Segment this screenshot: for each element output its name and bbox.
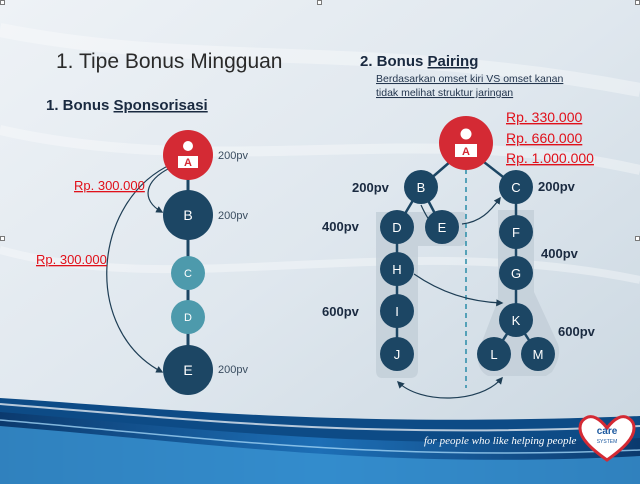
pairing-node-c-label: C <box>511 180 520 195</box>
pairing-pv-left-200: 200pv <box>352 180 390 195</box>
sponsor-pv-b: 200pv <box>218 210 248 222</box>
sponsor-node-d: D <box>171 300 205 334</box>
pairing-pv-right-600: 600pv <box>558 324 596 339</box>
pairing-reward-1: Rp. 330.000 <box>506 109 582 125</box>
selection-handle-top[interactable] <box>317 0 322 5</box>
selection-handle-right[interactable] <box>635 236 640 241</box>
sponsor-node-b: B <box>163 190 213 240</box>
pairing-reward-3: Rp. 1.000.000 <box>506 150 594 166</box>
sponsor-reward-e: Rp. 300.000 <box>36 252 107 267</box>
pairing-node-d: D <box>380 210 414 244</box>
pairing-node-l: L <box>477 337 511 371</box>
pairing-reward-2: Rp. 660.000 <box>506 130 582 146</box>
sponsor-arrow-e <box>106 163 173 373</box>
pairing-pv-left-600: 600pv <box>322 304 360 319</box>
tagline: for people who like helping people <box>424 435 577 447</box>
sponsor-node-b-label: B <box>183 207 192 223</box>
selection-handle-top-right[interactable] <box>635 0 640 5</box>
bottom-wave-band <box>0 398 640 484</box>
sponsor-pv-a: 200pv <box>218 150 248 162</box>
pairing-node-j: J <box>380 337 414 371</box>
pairing-node-g: G <box>499 256 533 290</box>
sponsor-arrow-b <box>147 167 171 213</box>
pairing-node-b: B <box>404 170 438 204</box>
sponsor-node-c: C <box>171 256 205 290</box>
pairing-node-j-label: J <box>394 347 401 362</box>
sponsor-node-a-label: A <box>184 157 192 169</box>
pairing-desc-line2: tidak melihat struktur jaringan <box>376 87 513 99</box>
pairing-node-f: F <box>499 215 533 249</box>
sponsor-pv-e: 200pv <box>218 364 248 376</box>
selection-handle-top-left[interactable] <box>0 0 5 5</box>
sponsor-node-d-label: D <box>184 312 192 324</box>
pairing-desc-line1: Berdasarkan omset kiri VS omset kanan <box>376 73 563 85</box>
sponsor-node-e: E <box>163 345 213 395</box>
pairing-node-g-label: G <box>511 266 521 281</box>
sponsor-reward-b: Rp. 300.000 <box>74 178 145 193</box>
pairing-node-m: M <box>521 337 555 371</box>
pairing-node-b-label: B <box>417 180 426 195</box>
sponsor-node-c-label: C <box>184 268 192 280</box>
pairing-node-e: E <box>425 210 459 244</box>
pairing-node-i: I <box>380 294 414 328</box>
care-system-logo: care SYSTEM <box>578 415 636 462</box>
pairing-node-h-label: H <box>392 262 401 277</box>
logo-text: care <box>597 426 618 437</box>
pairing-node-e-label: E <box>438 220 447 235</box>
sponsor-node-e-label: E <box>183 362 192 378</box>
pairing-node-k: K <box>499 303 533 337</box>
pairing-pv-right-400: 400pv <box>541 246 579 261</box>
pairing-node-d-label: D <box>392 220 401 235</box>
pairing-diagram: A B C D E F G H <box>322 109 596 399</box>
sponsor-node-a: A <box>163 130 213 180</box>
pairing-pv-left-400: 400pv <box>322 219 360 234</box>
pairing-arrow-c <box>461 196 501 225</box>
pairing-node-l-label: L <box>490 347 497 362</box>
pairing-node-a-label: A <box>462 146 470 158</box>
pairing-node-a: A <box>439 116 493 170</box>
sponsor-diagram: A B C D E 200pv 200pv 200pv Rp. 300.000 … <box>36 130 248 395</box>
selection-handle-left[interactable] <box>0 236 5 241</box>
pairing-node-c: C <box>499 170 533 204</box>
pairing-heading: 2. Bonus Pairing <box>360 53 478 70</box>
pairing-node-k-label: K <box>512 313 521 328</box>
pairing-node-m-label: M <box>533 347 544 362</box>
sponsor-heading: 1. Bonus Sponsorisasi <box>46 97 208 114</box>
pairing-node-h: H <box>380 252 414 286</box>
pairing-pv-right-200: 200pv <box>538 179 576 194</box>
logo-subtext: SYSTEM <box>597 439 618 445</box>
pairing-node-f-label: F <box>512 225 520 240</box>
pairing-node-i-label: I <box>395 304 399 319</box>
pairing-arrow-k <box>413 273 504 307</box>
slide-title: 1. Tipe Bonus Mingguan <box>56 50 283 73</box>
background-streaks <box>0 23 640 284</box>
pairing-arrow-jl <box>396 376 503 399</box>
pairing-right-group <box>477 210 560 376</box>
